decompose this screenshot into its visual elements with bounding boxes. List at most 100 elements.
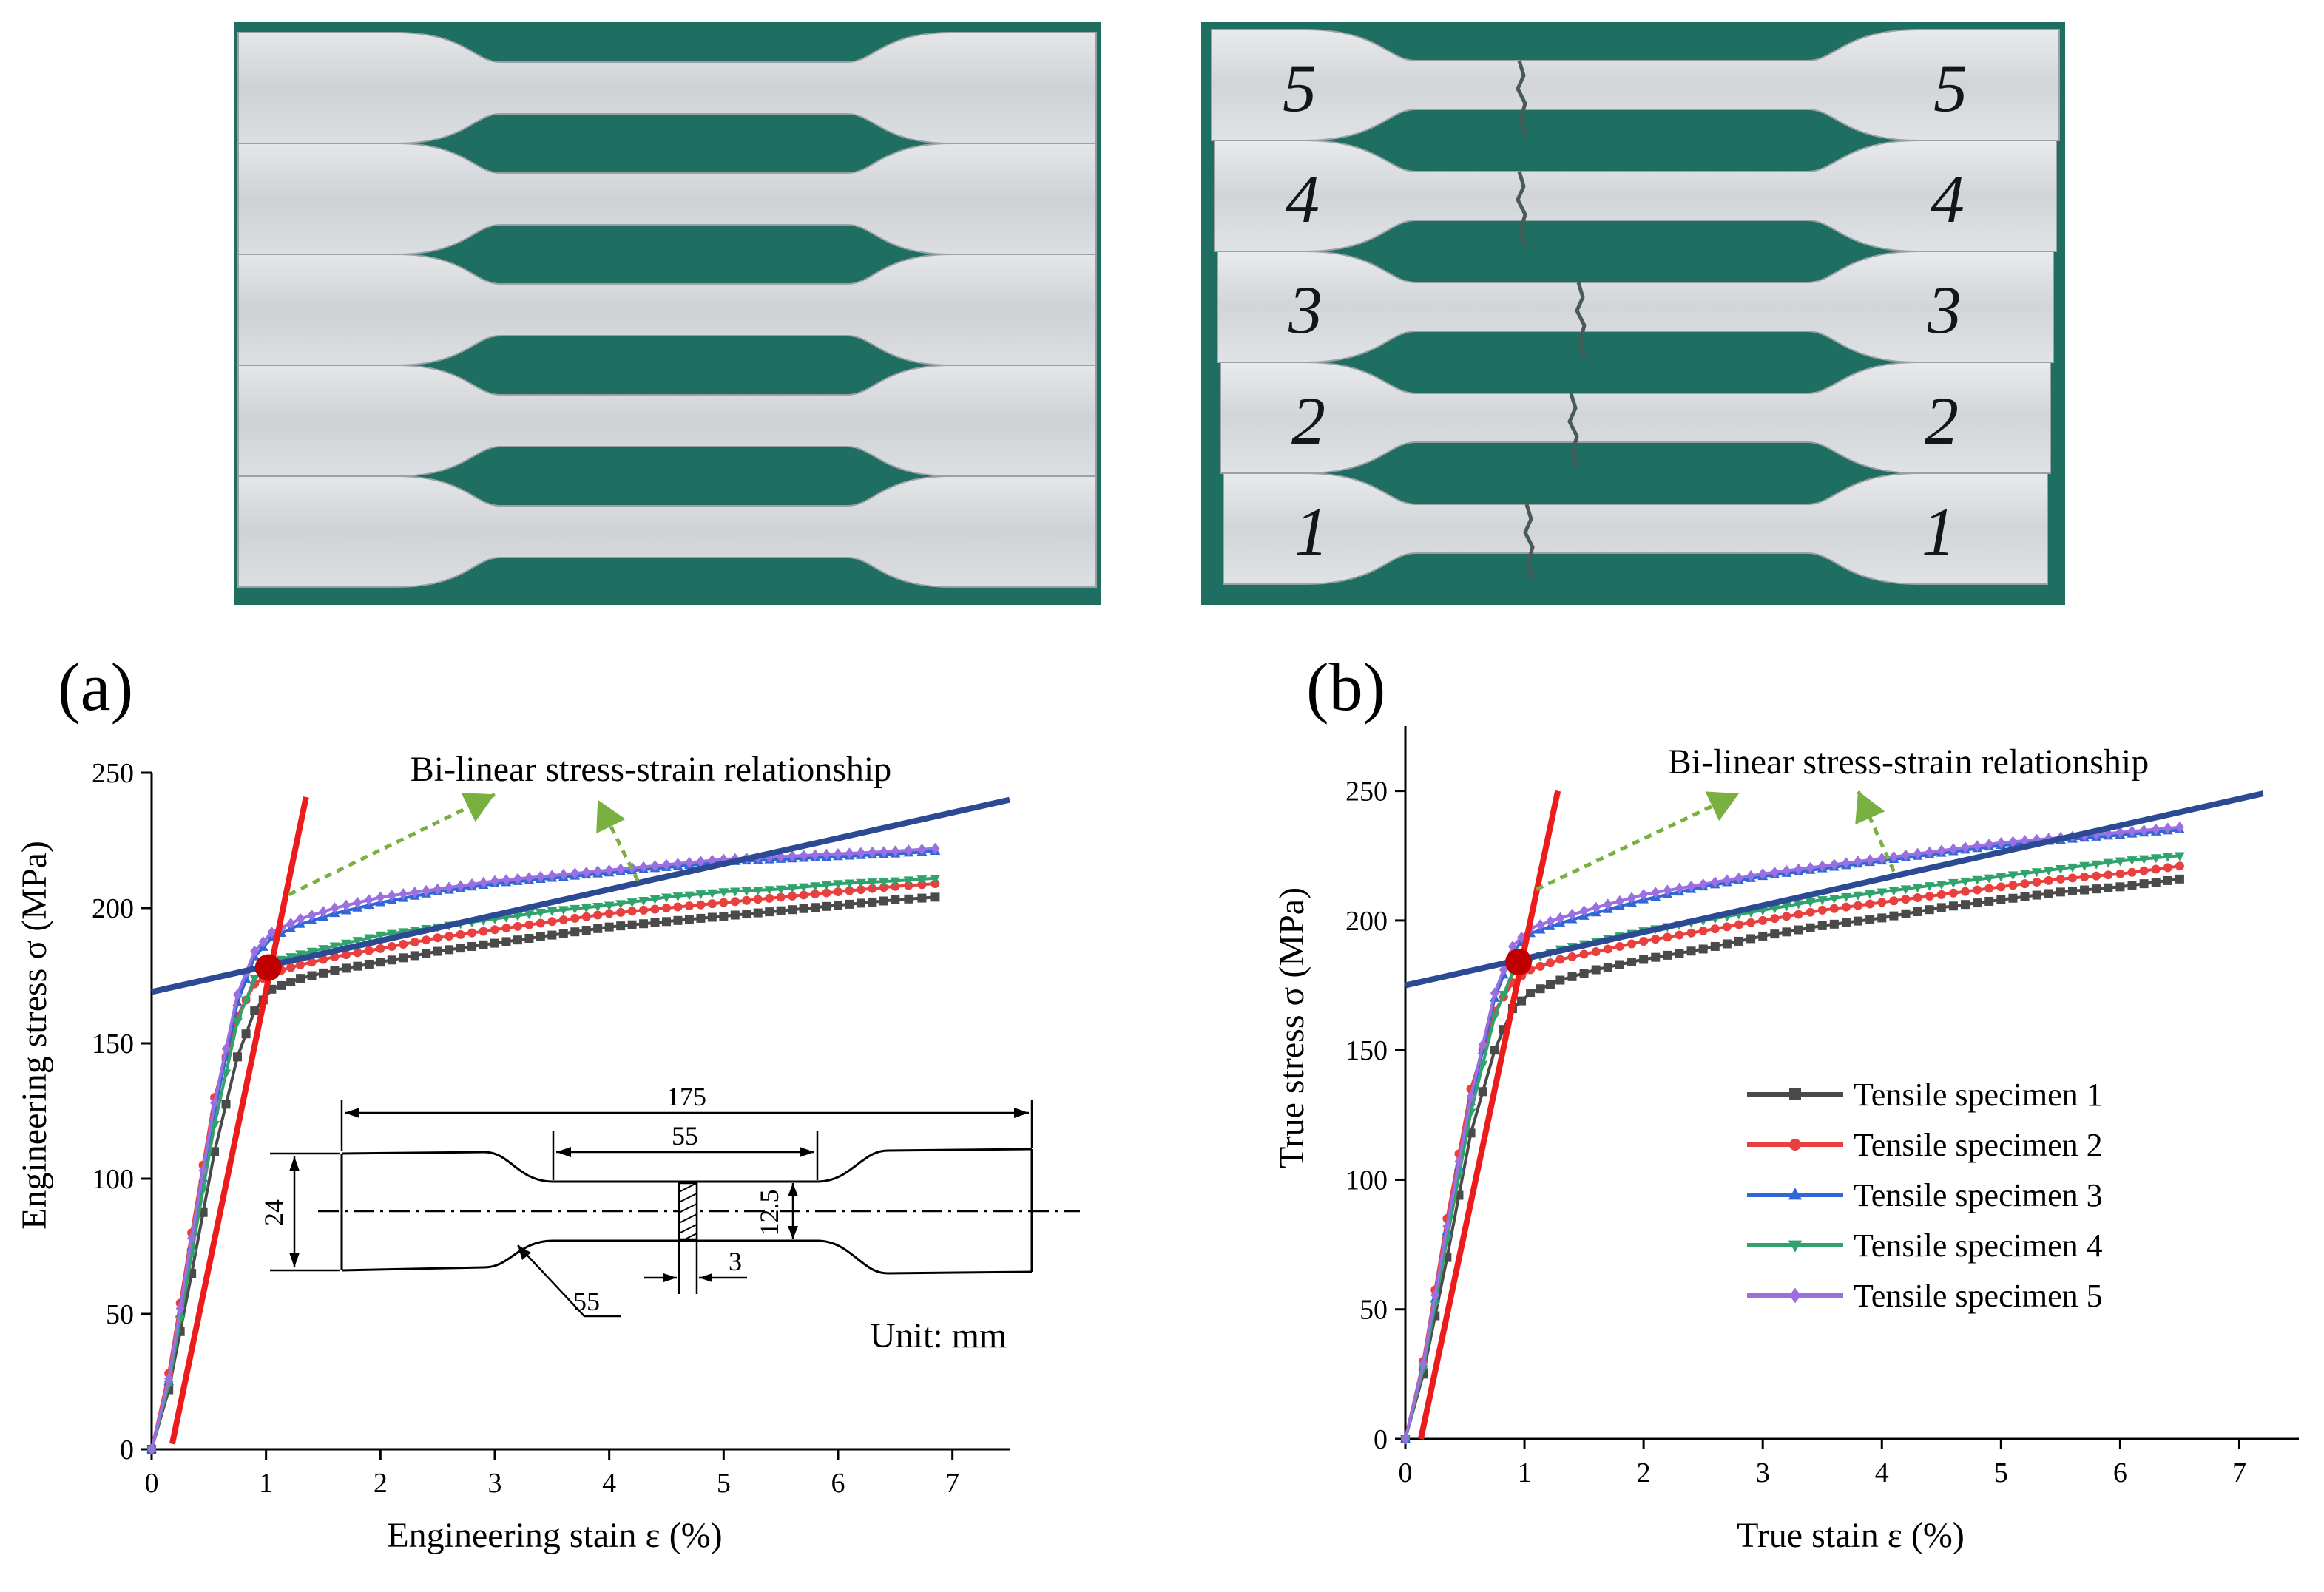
data-point [891,895,900,905]
plastic-fit-line [151,796,1010,995]
data-point [890,877,901,887]
data-point [1829,904,1839,913]
data-point [341,939,351,949]
data-point [267,968,277,978]
data-point [1650,892,1661,901]
data-point [799,850,808,861]
data-point [1686,884,1697,893]
data-point [2055,865,2066,874]
data-point [513,921,522,931]
data-point [330,966,340,975]
data-point [776,906,786,915]
data-point [286,963,296,972]
data-point [455,883,466,892]
annotation-arrow [595,799,640,882]
data-point [1507,946,1518,955]
data-point [1498,969,1509,979]
data-point [1698,878,1708,890]
data-point [467,878,477,890]
data-point [891,881,900,891]
data-point [1555,912,1565,924]
data-point [1465,1108,1476,1118]
data-point [570,867,580,879]
data-point [1401,1433,1410,1445]
data-point [765,907,774,917]
data-point [2115,830,2126,839]
data-point [1615,895,1624,907]
data-point [604,909,614,918]
data-point [1516,937,1527,946]
data-point [719,898,729,907]
data-point [524,872,534,884]
data-point [1499,1025,1508,1034]
data-point [410,938,419,947]
annotation-text: Bi-linear stress-strain relationship [411,750,892,789]
data-point [810,852,820,861]
data-point [570,927,580,937]
data-point [1526,989,1536,998]
data-point [1912,884,1923,893]
data-point [1936,847,1947,857]
data-point [1877,856,1888,865]
data-point [730,897,740,907]
data-point [822,888,831,898]
data-point [1782,927,1791,937]
x-tick-label: 0 [1399,1457,1413,1488]
data-point [209,1121,220,1130]
data-point [719,911,729,921]
data-point [592,868,604,878]
data-point [421,888,432,898]
data-point [409,927,420,936]
data-point [2007,839,2019,848]
data-point [220,1051,232,1061]
data-point [164,1369,174,1378]
data-point [445,881,454,893]
data-point [352,902,363,912]
data-point [1948,901,1958,911]
data-point [604,901,615,911]
data-point [1686,946,1696,956]
data-point [2139,866,2149,875]
data-point [707,899,717,909]
data-point [233,989,242,1000]
data-point [1722,922,1732,932]
data-point [547,873,558,882]
data-point [1627,892,1637,904]
data-point [1674,887,1685,896]
data-point [2104,870,2113,880]
data-point [353,896,362,909]
specimen-outline-top [341,1148,1033,1183]
specimen-drawing-inset: 175 55 24 12.5 3 55 Unit: mm [259,1082,1080,1355]
data-point [1984,874,1995,884]
data-point [2115,857,2126,867]
data-point [834,887,842,897]
section-hatch [678,1182,698,1241]
legend-item: Tensile specimen 3 [1747,1177,2103,1213]
data-point [787,853,798,863]
data-point [729,887,740,897]
data-point [2163,822,2172,834]
data-point [684,859,695,869]
data-point [684,901,694,911]
data-point [930,892,940,902]
data-point [2079,833,2090,842]
data-point [718,888,729,898]
data-point [1615,932,1625,942]
data-point [904,881,913,890]
data-point [2104,827,2113,839]
data-point [1639,889,1649,901]
data-point [1602,935,1613,944]
data-point [296,912,305,925]
data-point [834,901,842,910]
data-point [639,919,649,929]
data-point [1793,866,1804,875]
data-point [232,1017,243,1027]
data-point [221,1043,231,1055]
data-point [409,890,420,900]
data-point [1936,890,1946,899]
data-point [233,1012,242,1021]
